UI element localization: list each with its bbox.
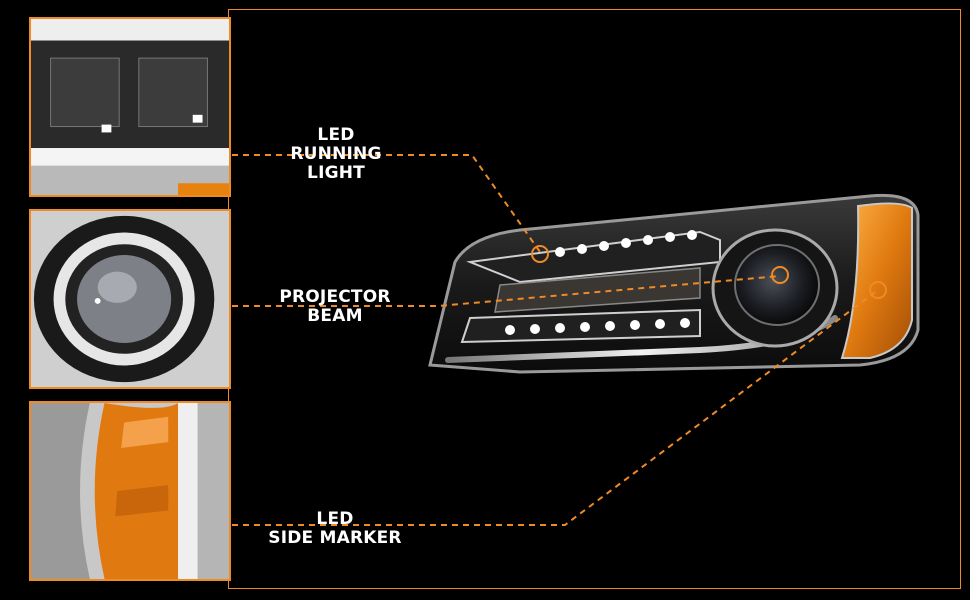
label-line: SIDE MARKER [268, 528, 402, 548]
label-line: BEAM [307, 306, 363, 326]
amber-side-marker [840, 202, 913, 359]
inner-reflector [494, 267, 701, 313]
drl-led-dots-upper [555, 230, 697, 257]
label-line: LIGHT [307, 163, 365, 183]
label-line: PROJECTOR [279, 287, 391, 307]
callout-leader-lines [232, 154, 879, 526]
drl-led-dots-lower [505, 318, 690, 335]
label-projector-beam: PROJECTOR BEAM [272, 288, 398, 326]
callout-target-markers [531, 245, 887, 299]
label-line: LED [316, 509, 354, 529]
label-line: RUNNING [290, 144, 382, 164]
label-line: LED [317, 125, 355, 145]
label-led-side-marker: LED SIDE MARKER [260, 510, 410, 548]
drl-strip-upper [466, 230, 721, 284]
label-led-running-light: LED RUNNING LIGHT [284, 126, 388, 183]
thumbnail-led-side-marker [29, 401, 231, 581]
thumbnail-led-running-light [29, 17, 231, 197]
thumbnail-projector-beam [29, 209, 231, 389]
